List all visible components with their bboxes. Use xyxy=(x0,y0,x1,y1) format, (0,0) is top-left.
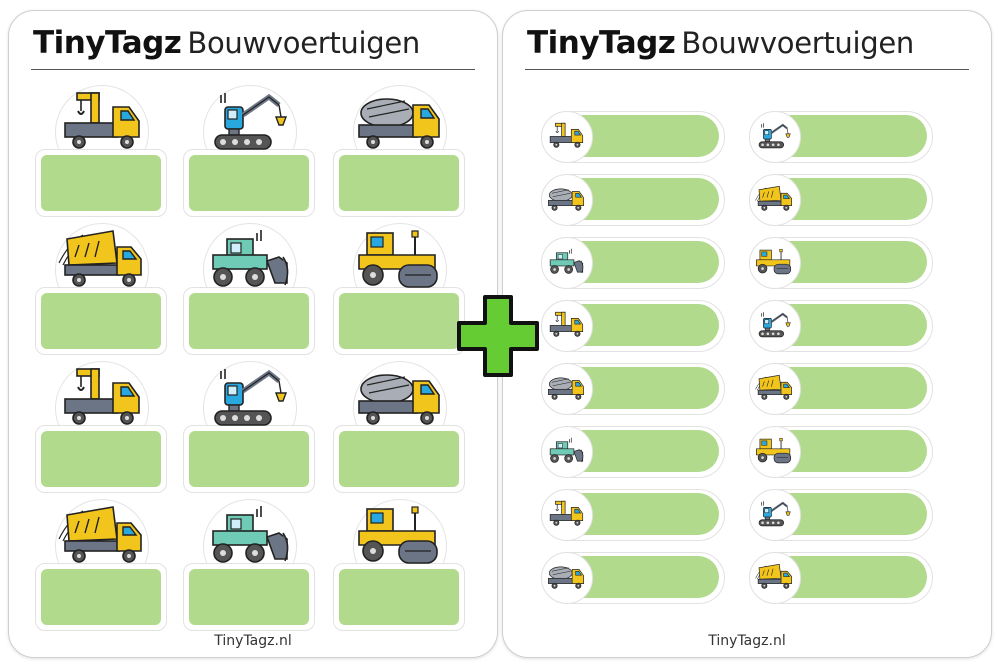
large-name-sticker xyxy=(333,85,465,217)
small-name-sticker xyxy=(541,300,725,352)
dump-truck-icon xyxy=(45,225,157,295)
large-name-sticker xyxy=(183,223,315,355)
road-roller-icon xyxy=(752,243,796,281)
name-label-area xyxy=(339,431,459,487)
small-name-sticker xyxy=(541,363,725,415)
cement-mixer-icon xyxy=(544,369,588,407)
small-name-sticker xyxy=(541,489,725,541)
cement-mixer-icon xyxy=(544,180,588,218)
icon-circle xyxy=(749,111,801,163)
large-name-sticker xyxy=(333,223,465,355)
road-roller-icon xyxy=(343,225,455,295)
large-name-sticker xyxy=(333,361,465,493)
small-name-sticker xyxy=(749,174,933,226)
dump-truck-icon xyxy=(752,558,796,596)
dump-truck-icon xyxy=(752,180,796,218)
small-name-sticker xyxy=(749,237,933,289)
bulldozer-icon xyxy=(544,243,588,281)
name-label-area xyxy=(189,569,309,625)
small-name-sticker xyxy=(749,111,933,163)
crane-truck-icon xyxy=(544,495,588,533)
large-name-sticker xyxy=(35,223,167,355)
dump-truck-icon xyxy=(45,501,157,571)
brand-name: TinyTagz xyxy=(33,25,182,61)
small-name-sticker xyxy=(749,489,933,541)
small-name-sticker xyxy=(749,426,933,478)
name-label-area xyxy=(41,569,161,625)
crawler-crane-icon xyxy=(193,363,305,433)
icon-circle xyxy=(749,489,801,541)
crawler-crane-icon xyxy=(752,117,796,155)
crawler-crane-icon xyxy=(193,87,305,157)
large-name-sticker xyxy=(183,499,315,631)
large-name-sticker xyxy=(35,361,167,493)
cement-mixer-icon xyxy=(544,558,588,596)
dump-truck-icon xyxy=(752,369,796,407)
large-name-sticker xyxy=(183,85,315,217)
crawler-crane-icon xyxy=(752,495,796,533)
small-name-sticker xyxy=(541,552,725,604)
crane-truck-icon xyxy=(544,117,588,155)
bulldozer-icon xyxy=(193,225,305,295)
small-name-sticker xyxy=(541,237,725,289)
crawler-crane-icon xyxy=(752,306,796,344)
small-name-sticker xyxy=(541,111,725,163)
bulldozer-icon xyxy=(193,501,305,571)
crane-truck-icon xyxy=(544,306,588,344)
name-label-area xyxy=(41,155,161,211)
large-name-sticker xyxy=(35,499,167,631)
title-divider xyxy=(525,69,969,70)
name-label-area xyxy=(189,293,309,349)
cement-mixer-icon xyxy=(343,363,455,433)
title-divider xyxy=(31,69,475,70)
small-name-sticker xyxy=(541,174,725,226)
brand-name: TinyTagz xyxy=(527,25,676,61)
road-roller-icon xyxy=(343,501,455,571)
small-name-sticker xyxy=(749,552,933,604)
name-label-area xyxy=(339,155,459,211)
sheet-subtitle: Bouwvoertuigen xyxy=(187,26,421,60)
plus-icon xyxy=(457,295,539,377)
name-label-area xyxy=(339,569,459,625)
bulldozer-icon xyxy=(544,432,588,470)
cement-mixer-icon xyxy=(343,87,455,157)
large-name-sticker xyxy=(333,499,465,631)
sheet-subtitle: Bouwvoertuigen xyxy=(681,26,915,60)
name-label-area xyxy=(189,155,309,211)
sheet-footer: TinyTagz.nl xyxy=(708,633,786,649)
small-name-sticker xyxy=(541,426,725,478)
small-name-sticker xyxy=(749,300,933,352)
name-label-area xyxy=(339,293,459,349)
crane-truck-icon xyxy=(45,363,157,433)
large-name-sticker xyxy=(183,361,315,493)
name-label-area xyxy=(41,431,161,487)
road-roller-icon xyxy=(752,432,796,470)
crane-truck-icon xyxy=(45,87,157,157)
icon-circle xyxy=(749,300,801,352)
sheet-footer: TinyTagz.nl xyxy=(214,633,292,649)
name-label-area xyxy=(41,293,161,349)
name-label-area xyxy=(189,431,309,487)
small-name-sticker xyxy=(749,363,933,415)
large-name-sticker xyxy=(35,85,167,217)
